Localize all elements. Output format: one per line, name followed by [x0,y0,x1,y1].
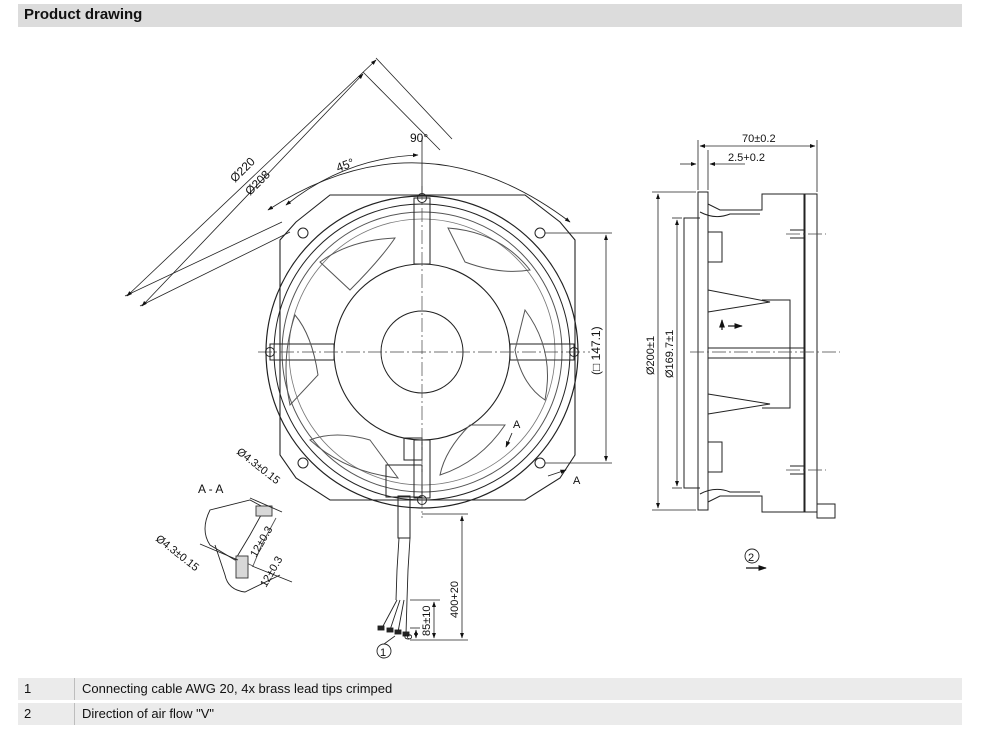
square-dimension-label: (□ 147.1) [589,326,603,375]
cable-strip-label: 85±10 [421,605,433,636]
callout-2-circle [744,548,760,564]
square-dimension [545,232,612,464]
section-view [199,497,293,593]
connecting-cable [377,537,411,637]
legend-description: Connecting cable AWG 20, 4x brass lead t… [82,681,393,696]
legend-number-cell: 2 [18,703,75,725]
side-diameter-200-label: Ø200±1 [645,336,657,375]
angle-90-label: 90° [410,131,428,145]
cable-length-label: 400+20 [449,581,461,618]
callout-2-label: 2 [748,552,754,564]
side-view [683,191,836,519]
diameter-dimension-lines [124,57,453,307]
side-view-dimensions [652,140,818,511]
section-hole-top-label: Ø4.3±0.15 [234,446,282,487]
angle-45-label: 45° [334,155,356,174]
section-12-b-label: 12±0.3 [258,554,285,589]
page-title: Product drawing [24,6,143,23]
legend-number: 2 [24,706,32,721]
front-centerlines [258,186,590,518]
strut-right [509,343,575,361]
callout-1-label: 1 [380,647,386,659]
mount-hole-br [534,457,546,469]
section-mark-a-right: A [573,475,581,487]
header-bar: Product drawing [18,4,962,27]
side-depth-label: 70±0.2 [742,133,776,145]
legend-number-cell: 1 [18,678,75,700]
side-centerlines [690,233,840,471]
legend-row: 2 Direction of air flow "V" [18,703,962,725]
legend-row: 1 Connecting cable AWG 20, 4x brass lead… [18,678,962,700]
section-view-title: A - A [198,482,223,496]
airflow-arrows [719,319,767,571]
cable-tip-label: 6 [403,634,415,640]
legend-number: 1 [24,681,32,696]
section-12-a-label: 12±0.3 [248,524,275,559]
side-diameter-169-label: Ø169.7±1 [664,330,676,378]
legend-table: 1 Connecting cable AWG 20, 4x brass lead… [18,678,962,728]
fan-housing-outline [279,194,576,501]
section-mark-a-top: A [513,419,521,431]
mount-hole-bl [297,457,309,469]
mount-hole-tl [297,227,309,239]
cable-dimensions [410,513,468,641]
mount-hole-tr [534,227,546,239]
cable-connector [403,437,423,461]
legend-description: Direction of air flow "V" [82,706,215,721]
section-hole-bottom-label: Ø4.3±0.15 [153,533,201,574]
section-cut-markers [505,432,567,477]
angle-dimensions [267,138,571,223]
side-offset-label: 2.5+0.2 [728,152,765,164]
